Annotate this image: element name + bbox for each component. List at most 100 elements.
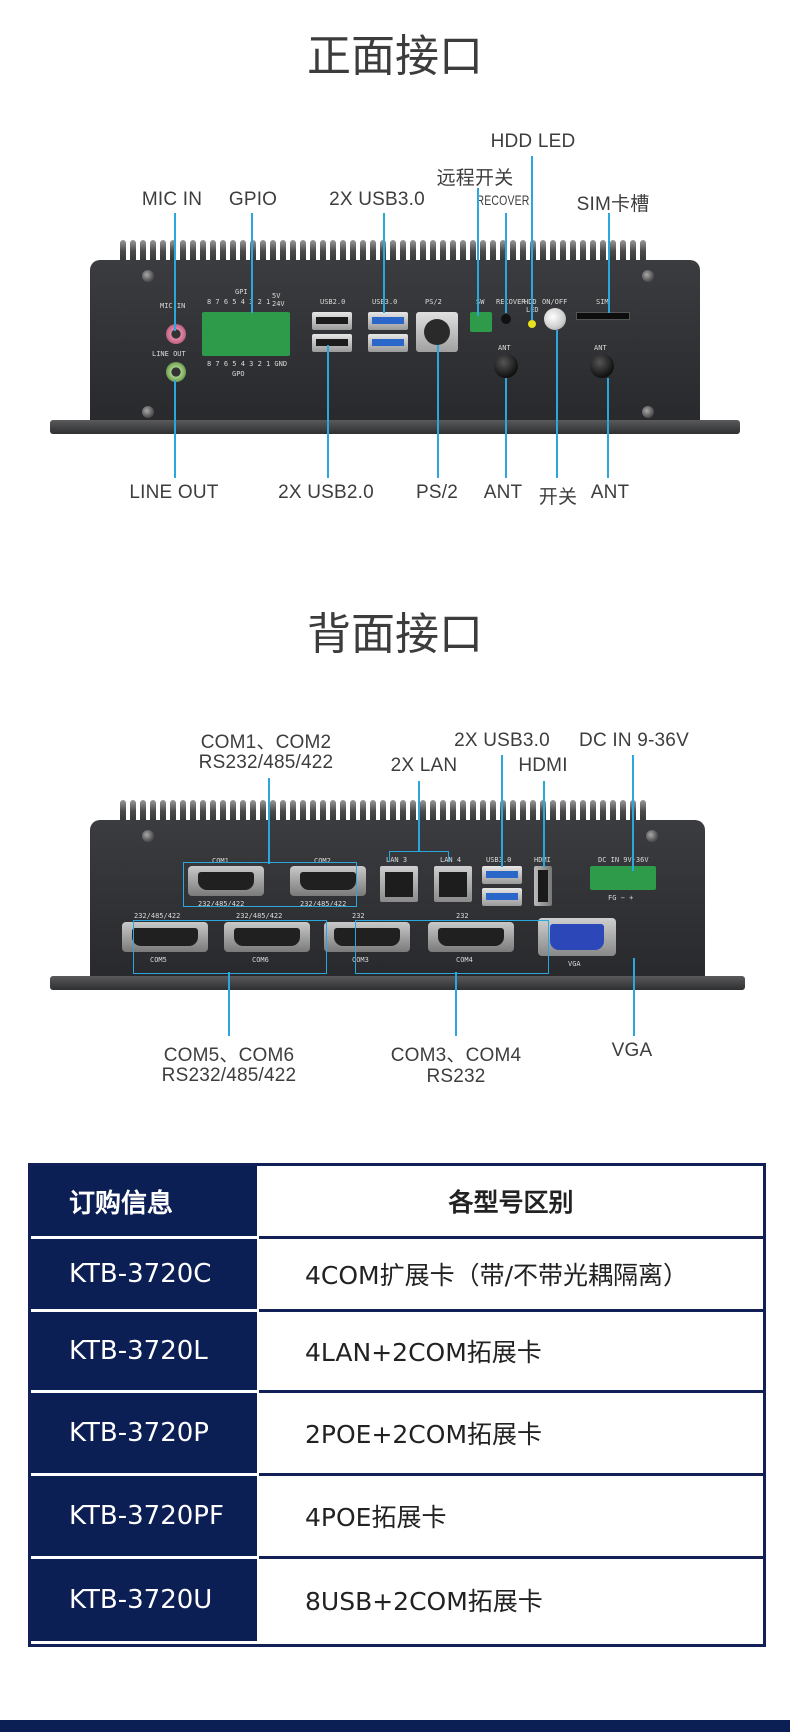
com5-port[interactable] — [122, 922, 208, 952]
label-usb20: 2X USB2.0 — [278, 482, 374, 503]
label-rear-usb30: 2X USB3.0 — [454, 730, 550, 751]
mounting-flange — [50, 976, 745, 990]
table-header-row: 订购信息 各型号区别 — [31, 1166, 763, 1236]
label-2x-lan: 2X LAN — [390, 755, 458, 776]
hdmi-port[interactable] — [534, 866, 552, 906]
silk-vga: VGA — [568, 960, 581, 968]
label-mic-in: MIC IN — [141, 189, 203, 210]
antenna-connector-right[interactable] — [590, 354, 614, 378]
com6-port[interactable] — [224, 922, 310, 952]
remote-switch-terminal[interactable] — [470, 312, 492, 332]
silk-sw: SW — [476, 298, 485, 306]
heatsink-fins — [120, 240, 646, 268]
com1-port[interactable] — [188, 866, 264, 896]
table-row: KTB-3720PF 4POE拓展卡 — [31, 1476, 763, 1556]
silk-gpi: GPI — [235, 288, 248, 296]
box-com5-com6 — [133, 920, 327, 974]
silk-lan4: LAN 4 — [440, 856, 462, 864]
silk-com1-rs: 232/485/422 — [198, 900, 245, 908]
screw — [646, 830, 658, 842]
table-header-model-diff: 各型号区别 — [259, 1166, 763, 1236]
leader-ps2 — [437, 345, 439, 478]
silk-24v: 24V — [272, 300, 285, 308]
line-out-jack[interactable] — [166, 362, 186, 382]
rear-usb3-port-top[interactable] — [482, 866, 522, 884]
silk-5v: 5V — [272, 292, 281, 300]
silk-usb2: USB2.0 — [320, 298, 346, 306]
lan4-port[interactable] — [434, 866, 472, 902]
front-device-image: MIC IN LINE OUT GPI 8 7 6 5 4 3 2 1 5V 2… — [50, 240, 740, 450]
leader-com34 — [455, 972, 457, 1036]
screw — [642, 270, 654, 282]
label-sim-slot: SIM卡槽 — [576, 194, 650, 215]
rear-usb3-port-bottom[interactable] — [482, 888, 522, 906]
silk-com3: COM3 — [352, 956, 369, 964]
leader-recover — [505, 213, 507, 313]
mic-in-jack[interactable] — [166, 324, 186, 344]
gpio-terminal-block[interactable] — [202, 312, 290, 356]
silk-com6-rs: 232/485/422 — [236, 912, 283, 920]
silk-dc-in: DC IN 9V-36V — [598, 856, 649, 864]
silk-com3-rs: 232 — [352, 912, 365, 920]
leader-rear-usb30 — [501, 755, 503, 867]
com4-port[interactable] — [428, 922, 514, 952]
description-cell: 4POE拓展卡 — [259, 1476, 763, 1556]
silk-com5: COM5 — [150, 956, 167, 964]
label-com56-line2: RS232/485/422 — [161, 1065, 297, 1086]
com2-port[interactable] — [290, 866, 366, 896]
screw — [142, 270, 154, 282]
order-info-table: 订购信息 各型号区别 KTB-3720C 4COM扩展卡（带/不带光耦隔离） K… — [28, 1163, 766, 1647]
label-hdmi: HDMI — [518, 755, 568, 776]
silk-recover: RECOVER — [496, 298, 526, 306]
silk-com6: COM6 — [252, 956, 269, 964]
antenna-connector-left[interactable] — [494, 354, 518, 378]
label-line-out: LINE OUT — [129, 482, 219, 503]
table-row: KTB-3720P 2POE+2COM拓展卡 — [31, 1393, 763, 1473]
com3-port[interactable] — [324, 922, 410, 952]
leader-ant-left — [505, 378, 507, 478]
label-com34-line2: RS232 — [426, 1066, 486, 1087]
label-com12-line2: RS232/485/422 — [198, 752, 334, 773]
label-com56-line1: COM5、COM6 — [163, 1045, 295, 1066]
silk-gpo-pins: 8 7 6 5 4 3 2 1 GND — [207, 360, 288, 368]
label-recover: RECOVER — [476, 192, 530, 208]
model-cell: KTB-3720PF — [31, 1476, 257, 1556]
heatsink-fins — [120, 800, 646, 828]
silk-rear-usb3: USB3.0 — [486, 856, 512, 864]
usb2-port-top[interactable] — [312, 312, 352, 330]
leader-usb20 — [327, 345, 329, 478]
usb3-port-top[interactable] — [368, 312, 408, 330]
leader-hdd-led — [531, 156, 533, 320]
box-com1-com2 — [183, 862, 357, 907]
label-vga: VGA — [611, 1040, 653, 1061]
screw — [642, 406, 654, 418]
hdd-led-indicator — [528, 320, 536, 328]
leader-mic-in — [174, 213, 176, 331]
vga-port[interactable] — [538, 918, 616, 956]
leader-power — [556, 330, 558, 478]
dc-in-terminal[interactable] — [590, 866, 656, 890]
silk-ant-left: ANT — [498, 344, 511, 352]
silk-lan3: LAN 3 — [386, 856, 408, 864]
label-hdd-led: HDD LED — [490, 131, 576, 152]
recover-button[interactable] — [501, 314, 511, 324]
description-cell: 2POE+2COM拓展卡 — [259, 1393, 763, 1473]
model-cell: KTB-3720U — [31, 1559, 257, 1641]
label-front-usb30: 2X USB3.0 — [329, 189, 425, 210]
leader-hdmi — [543, 781, 545, 867]
silk-com2: COM2 — [314, 857, 331, 865]
lan3-port[interactable] — [380, 866, 418, 902]
usb2-port-bottom[interactable] — [312, 334, 352, 352]
power-button[interactable] — [544, 308, 566, 330]
screw — [142, 406, 154, 418]
silk-com2-rs: 232/485/422 — [300, 900, 347, 908]
label-com12-line1: COM1、COM2 — [200, 732, 332, 753]
silk-sim: SIM — [596, 298, 609, 306]
sim-card-slot[interactable] — [576, 312, 630, 320]
silk-line-out: LINE OUT — [152, 350, 186, 358]
leader-gpio — [251, 213, 253, 313]
description-cell: 4LAN+2COM拓展卡 — [259, 1312, 763, 1390]
label-remote-switch: 远程开关 — [436, 168, 514, 189]
silk-onoff: ON/OFF — [542, 298, 568, 306]
usb3-port-bottom[interactable] — [368, 334, 408, 352]
